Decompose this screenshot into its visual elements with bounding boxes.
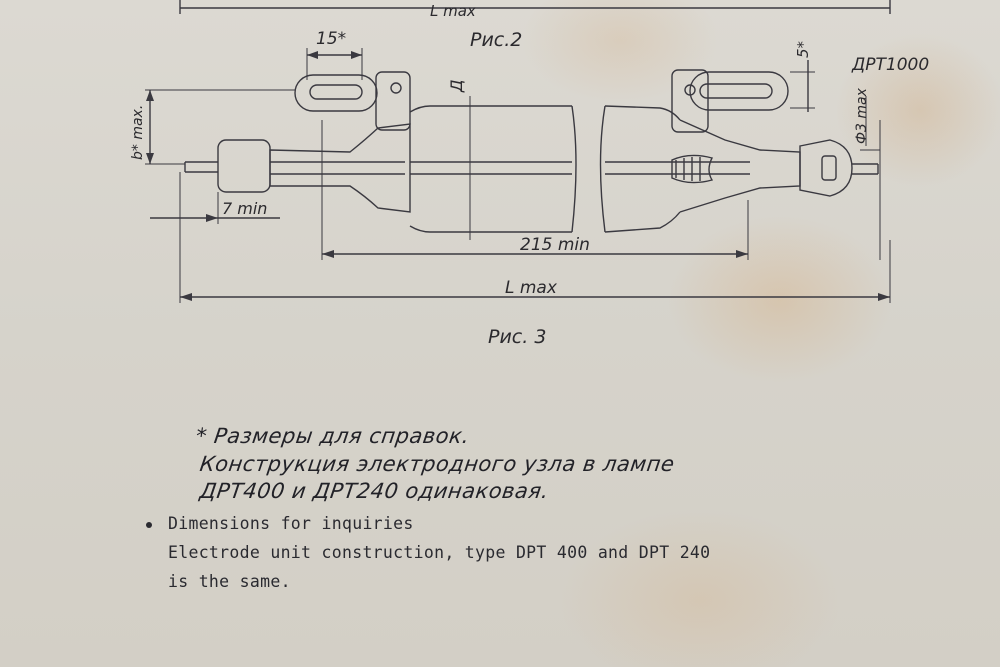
left-neck [269,123,411,213]
electrode-coil [671,154,714,184]
left-cap [217,139,271,193]
en-note-line-1: Dimensions for inquiries [168,514,414,533]
right-clamp [671,69,709,133]
caption-fig2: Рис.2 [470,29,522,51]
d-label: Д [447,80,466,94]
en-note-line-3: is the same. [168,572,291,591]
en-note-line-2: Electrode unit construction, type DPT 40… [168,543,711,562]
phi-label: Ф3 max [854,87,870,144]
caption-fig3: Рис. 3 [488,326,546,348]
b-label: b* max. [130,105,146,160]
tube-body-right [604,105,681,233]
right-neck [679,119,801,213]
right-bracket [689,71,789,111]
ru-note-line-1: * Размеры для справок. [194,424,472,448]
dim215-label: 215 min [520,235,590,255]
model-label: ДРТ1000 [851,55,929,75]
right-clamp-screw [684,84,696,96]
right-bracket-slot [699,83,773,99]
top-partial-label: L max [430,2,476,20]
dim15-label: 15* [316,29,346,49]
dimL-label: L max [505,278,558,298]
ru-note-line-2: Конструкция электродного узла в лампе [198,452,677,476]
dim7-label: 7 min [222,199,267,218]
left-clamp-screw [390,82,402,94]
tube-body-left [409,105,572,233]
ru-note-line-3: ДРТ400 и ДРТ240 одинаковая. [198,479,551,503]
dim5-label: 5* [794,40,812,58]
tube-break [599,105,606,233]
left-clamp [375,71,411,131]
left-bracket [294,74,378,112]
right-cap [799,139,853,197]
bullet-icon [146,522,152,528]
left-bracket-slot [309,84,363,100]
